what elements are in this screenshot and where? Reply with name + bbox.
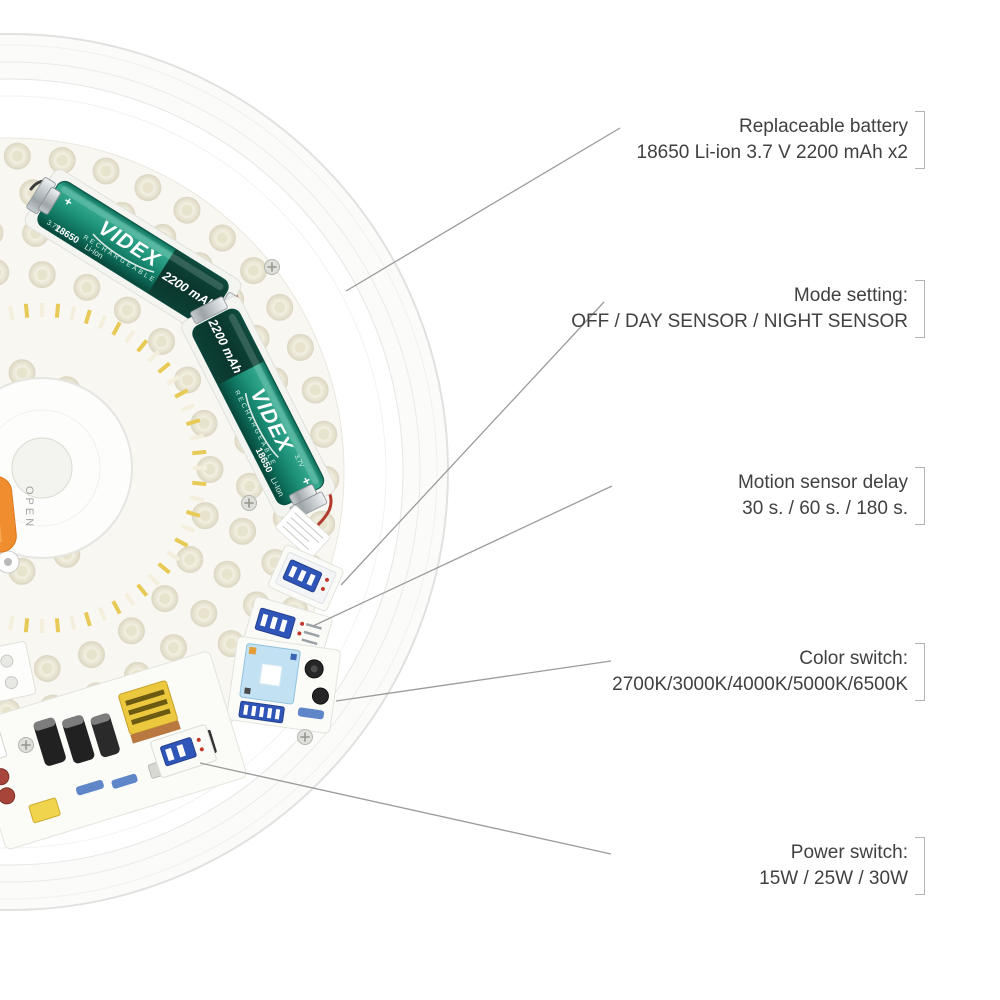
center-hub: OPEN bbox=[0, 377, 133, 574]
callout-color-title: Color switch: bbox=[799, 648, 908, 669]
callout-delay-title: Motion sensor delay bbox=[737, 472, 908, 493]
screw-icon bbox=[297, 729, 313, 745]
callout-mode-value: OFF / DAY SENSOR / NIGHT SENSOR bbox=[571, 311, 908, 332]
callout-delay-value: 30 s. / 60 s. / 180 s. bbox=[742, 498, 908, 519]
open-tab bbox=[0, 475, 17, 554]
screw-icon bbox=[264, 259, 280, 275]
callout-battery-title: Replaceable battery bbox=[739, 116, 908, 137]
leader-delay bbox=[312, 485, 613, 627]
callout-bracket bbox=[915, 467, 925, 525]
callout-lines bbox=[199, 127, 621, 855]
screws bbox=[18, 259, 313, 753]
screw-icon bbox=[18, 737, 34, 753]
callout-delay: Motion sensor delay 30 s. / 60 s. / 180 … bbox=[738, 467, 925, 525]
power-switch-module bbox=[150, 724, 217, 778]
led-strip-ring bbox=[0, 303, 207, 633]
callout-battery-value: 18650 Li-ion 3.7 V 2200 mAh x2 bbox=[636, 142, 908, 163]
callout-power: Power switch: 15W / 25W / 30W bbox=[759, 837, 925, 895]
color-switch-module bbox=[226, 636, 341, 734]
callout-color-value: 2700K/3000K/4000K/5000K/6500K bbox=[612, 674, 908, 695]
leader-color bbox=[335, 660, 612, 702]
callout-power-value: 15W / 25W / 30W bbox=[759, 868, 908, 889]
callout-mode: Mode setting: OFF / DAY SENSOR / NIGHT S… bbox=[571, 280, 925, 338]
battery-2: 2200 mAh VIDEX RECHARGEABLE 18650 Li-Ion… bbox=[181, 296, 336, 520]
callout-color: Color switch: 2700K/3000K/4000K/5000K/65… bbox=[612, 643, 925, 701]
callout-bracket bbox=[915, 643, 925, 701]
label-sticker bbox=[275, 505, 331, 560]
callout-bracket bbox=[915, 111, 925, 169]
callout-bracket bbox=[915, 280, 925, 338]
open-label: OPEN bbox=[23, 486, 35, 529]
leader-mode bbox=[340, 301, 605, 586]
leader-battery bbox=[345, 127, 621, 292]
mode-switch-module bbox=[268, 544, 344, 612]
callout-bracket bbox=[915, 837, 925, 895]
callout-mode-title: Mode setting: bbox=[793, 285, 908, 306]
terminal-block bbox=[0, 641, 37, 703]
callout-battery: Replaceable battery 18650 Li-ion 3.7 V 2… bbox=[637, 111, 925, 169]
callout-power-title: Power switch: bbox=[790, 842, 908, 863]
screw-icon bbox=[241, 495, 257, 511]
leader-power bbox=[199, 762, 612, 855]
